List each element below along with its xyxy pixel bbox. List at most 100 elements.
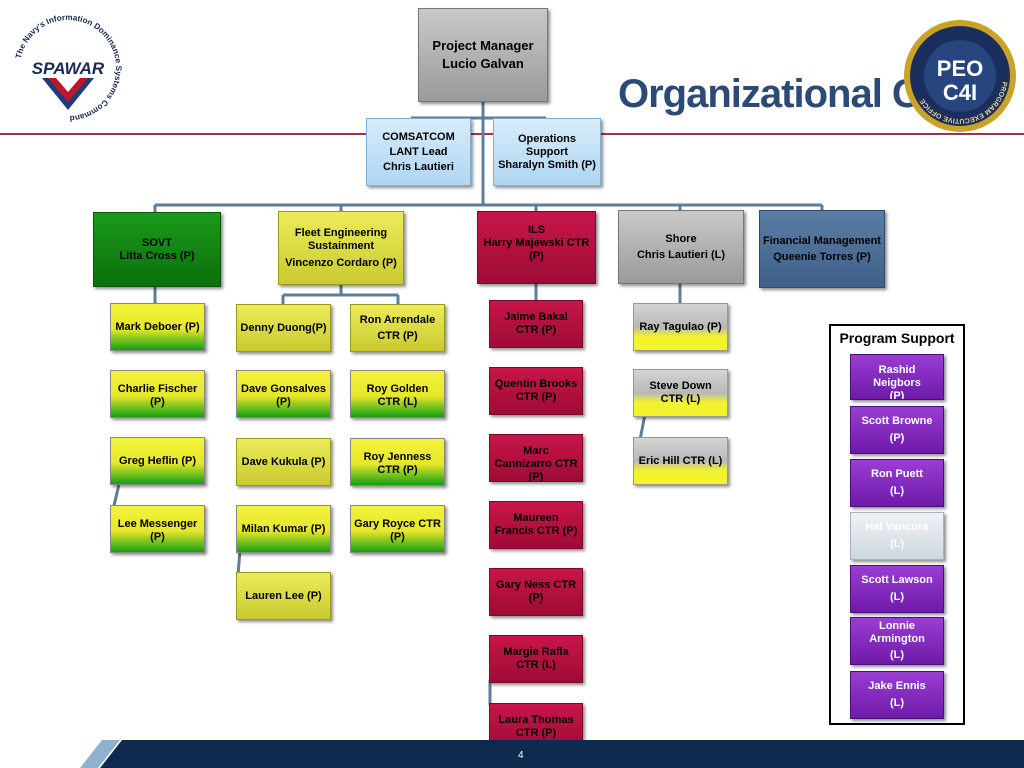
fleet-engineering-box: Fleet Engineering Sustainment Vincenzo C… — [278, 211, 404, 285]
member-status: (L) — [889, 649, 905, 661]
comsatcom-role-2: LANT Lead — [389, 145, 448, 158]
staff-name: Jaime Bakal CTR (P) — [504, 311, 568, 336]
staff-box: Charlie Fischer (P) — [110, 370, 205, 418]
sovt-box: SOVT Litta Cross (P) — [93, 212, 221, 287]
staff-name: Mark Deboer (P) — [115, 320, 200, 333]
member-name: Rashid Neigbors — [873, 364, 921, 389]
staff-box: Greg Heflin (P) — [110, 437, 205, 485]
member-name: Jake Ennis — [868, 680, 926, 692]
staff-box: Quentin Brooks CTR (P) — [489, 367, 583, 415]
member-status: (P) — [889, 390, 905, 400]
operations-support-box: Operations Support Sharalyn Smith (P) — [493, 118, 601, 186]
program-support-member: Lonnie Armington (L) — [850, 617, 944, 665]
member-name: Lonnie Armington — [869, 620, 925, 645]
staff-name: Denny Duong(P) — [240, 321, 327, 334]
staff-box: Dave Gonsalves (P) — [236, 370, 331, 418]
fes-role: Fleet Engineering Sustainment — [294, 226, 388, 252]
staff-name: Roy Jenness CTR (P) — [363, 451, 432, 476]
shore-box: Shore Chris Lautieri (L) — [618, 210, 744, 284]
staff-name: Maureen Francis CTR (P) — [494, 512, 578, 537]
peo-c4i-seal: PROGRAM EXECUTIVE OFFICE PEO C4I — [904, 20, 1016, 132]
program-support-member: Jake Ennis (L) — [850, 671, 944, 719]
staff-box: Ray Tagulao (P) — [633, 303, 728, 351]
staff-box: Gary Ness CTR (P) — [489, 568, 583, 616]
project-manager-box: Project Manager Lucio Galvan — [418, 8, 548, 102]
staff-box: Gary Royce CTR (P) — [350, 505, 445, 553]
staff-name: Greg Heflin (P) — [118, 454, 196, 467]
staff-box: Margie Rafla CTR (L) — [489, 635, 583, 683]
staff-name: Quentin Brooks CTR (P) — [494, 378, 578, 403]
staff-name: Roy Golden CTR (L) — [366, 383, 429, 408]
staff-box: Jaime Bakal CTR (P) — [489, 300, 583, 348]
ils-box: ILS Harry Majewski CTR (P) — [477, 211, 596, 284]
program-support-title: Program Support — [839, 330, 955, 346]
member-name: Ron Puett — [871, 468, 923, 480]
staff-name: Charlie Fischer (P) — [117, 383, 198, 408]
staff-box: Lauren Lee (P) — [236, 572, 331, 620]
member-status: (L) — [889, 697, 905, 709]
staff-box: Steve Down CTR (L) — [633, 369, 728, 417]
member-name: Scott Lawson — [861, 574, 933, 586]
financial-management-box: Financial Management Queenie Torres (P) — [759, 210, 885, 288]
staff-name: Gary Royce CTR (P) — [354, 518, 441, 543]
member-name: Hal Vancura — [865, 521, 929, 533]
program-support-member: Scott Browne (P) — [850, 406, 944, 454]
pm-role: Project Manager — [432, 38, 534, 53]
staff-box: Mark Deboer (P) — [110, 303, 205, 351]
comsatcom-box: COMSATCOM LANT Lead Chris Lautieri — [366, 118, 471, 186]
ops-name: Sharalyn Smith (P) — [498, 158, 596, 171]
staff-box: Maureen Francis CTR (P) — [489, 501, 583, 549]
staff-name: Ray Tagulao (P) — [639, 320, 722, 333]
shore-name: Chris Lautieri (L) — [636, 248, 725, 261]
staff-box: Dave Kukula (P) — [236, 438, 331, 486]
shore-role: Shore — [665, 232, 697, 245]
member-status: (P) — [889, 432, 905, 444]
staff-name: Dave Gonsalves (P) — [241, 383, 326, 408]
staff-name: Lee Messenger (P) — [117, 518, 198, 543]
staff-name: Lauren Lee (P) — [245, 589, 322, 602]
comsatcom-name: Chris Lautieri — [383, 160, 454, 173]
connector-line — [638, 413, 647, 441]
page-number: 4 — [518, 750, 524, 761]
pm-name: Lucio Galvan — [442, 56, 524, 71]
staff-box: Marc Cannizarro CTR (P) — [489, 434, 583, 482]
staff-name: Milan Kumar (P) — [241, 523, 326, 535]
staff-name: Dave Kukula (P) — [241, 455, 326, 468]
ils-name: Harry Majewski CTR (P) — [483, 237, 590, 262]
staff-box: Eric Hill CTR (L) — [633, 437, 728, 485]
staff-name: Margie Rafla CTR (L) — [503, 646, 569, 671]
staff-status: CTR (P) — [377, 330, 418, 342]
seal-bottom-text: C4I — [943, 80, 977, 105]
spawar-brand-text: SPAWAR — [32, 59, 105, 78]
staff-name: Ron Arrendale — [359, 314, 436, 326]
connector-line — [236, 549, 242, 576]
staff-name: Steve Down CTR (L) — [649, 380, 712, 405]
fes-name: Vincenzo Cordaro (P) — [285, 256, 397, 269]
member-status: (L) — [889, 538, 905, 550]
staff-name: Laura Thomas CTR (P) — [498, 714, 574, 739]
program-support-member: Scott Lawson (L) — [850, 565, 944, 613]
fin-name: Queenie Torres (P) — [773, 250, 871, 263]
staff-box: Lee Messenger (P) — [110, 505, 205, 553]
program-support-member: Hal Vancura (L) — [850, 512, 944, 560]
program-support-member: Rashid Neigbors(P) — [850, 354, 944, 400]
staff-name: Gary Ness CTR (P) — [495, 579, 577, 604]
member-status: (L) — [889, 591, 905, 603]
sovt-name: Litta Cross (P) — [119, 249, 195, 262]
staff-box: Roy Golden CTR (L) — [350, 370, 445, 418]
spawar-logo: The Navy's Information Dominance Systems… — [12, 12, 124, 124]
member-status: (L) — [889, 485, 905, 497]
comsatcom-role: COMSATCOM — [382, 130, 455, 143]
member-name: Scott Browne — [861, 415, 933, 427]
ops-role: Operations Support — [517, 132, 577, 158]
sovt-role: SOVT — [142, 236, 172, 249]
staff-name: Eric Hill CTR (L) — [638, 454, 723, 467]
fin-role: Financial Management — [763, 234, 881, 247]
program-support-member: Ron Puett (L) — [850, 459, 944, 507]
footer-bar — [100, 740, 1024, 768]
staff-box: Roy Jenness CTR (P) — [350, 438, 445, 486]
staff-name: Marc Cannizarro CTR (P) — [494, 445, 578, 482]
seal-top-text: PEO — [937, 56, 983, 81]
